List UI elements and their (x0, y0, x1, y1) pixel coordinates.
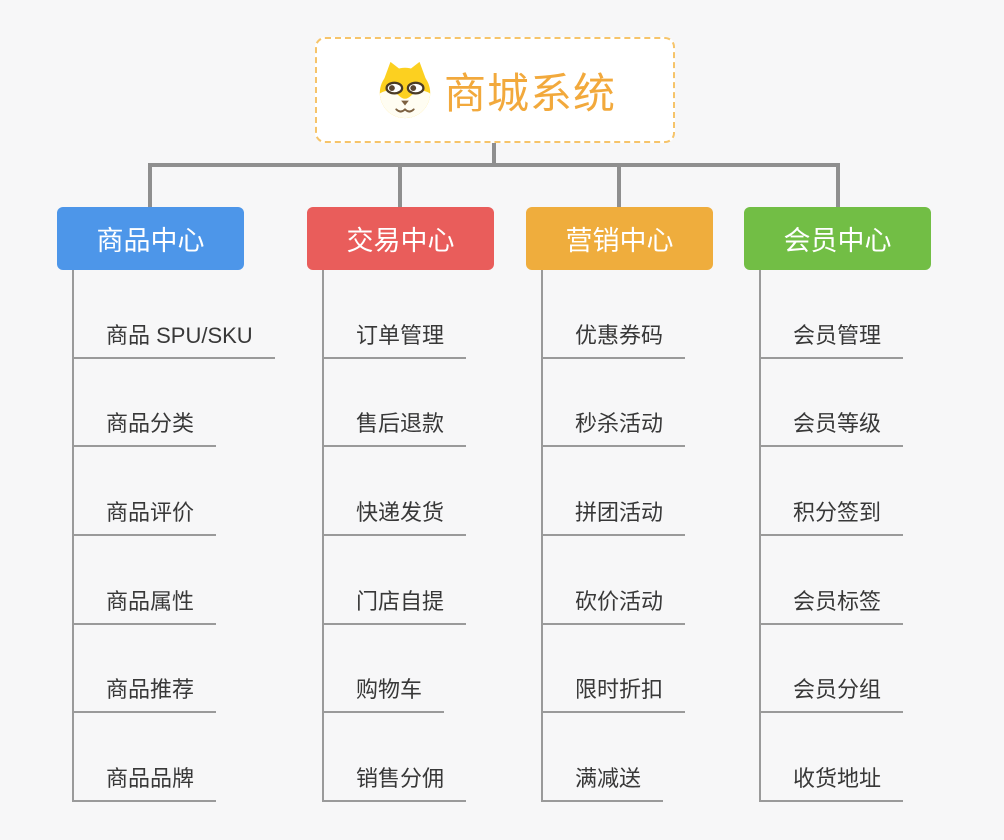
branch-label: 会员中心 (783, 226, 892, 256)
connector-branch-stub-3 (617, 163, 621, 207)
leaf-item[interactable]: 商品品牌 (72, 761, 217, 803)
leaf-item[interactable]: 购物车 (322, 672, 445, 714)
leaf-item[interactable]: 会员管理 (759, 318, 904, 359)
leaf-column-member: 会员管理 会员等级 积分签到 会员标签 会员分组 收货地址 (759, 270, 904, 803)
leaf-item[interactable]: 商品评价 (72, 495, 217, 537)
leaf-item[interactable]: 快递发货 (322, 495, 467, 537)
leaf-item[interactable]: 限时折扣 (541, 672, 686, 714)
connector-branch-stub-1 (148, 163, 152, 207)
leaf-item[interactable]: 售后退款 (322, 406, 467, 448)
connector-branch-stub-4 (836, 163, 840, 207)
leaf-item[interactable]: 订单管理 (322, 318, 467, 359)
leaf-item[interactable]: 商品分类 (72, 406, 217, 448)
leaf-item[interactable]: 会员标签 (759, 584, 904, 625)
leaf-item[interactable]: 商品推荐 (72, 672, 217, 714)
leaf-item[interactable]: 收货地址 (759, 761, 904, 803)
branch-trade-center[interactable]: 交易中心 (307, 207, 494, 270)
root-title: 商城系统 (443, 69, 616, 117)
leaf-item[interactable]: 门店自提 (322, 584, 467, 625)
leaf-column-marketing: 优惠券码 秒杀活动 拼团活动 砍价活动 限时折扣 满减送 (541, 270, 686, 803)
connector-rail (148, 163, 840, 167)
root-node[interactable]: 商城系统 (315, 37, 675, 143)
connector-branch-stub-2 (398, 163, 402, 207)
leaf-item[interactable]: 拼团活动 (541, 495, 686, 537)
branch-product-center[interactable]: 商品中心 (57, 207, 244, 270)
branch-label: 交易中心 (346, 226, 455, 256)
leaf-item[interactable]: 会员等级 (759, 406, 904, 448)
leaf-item[interactable]: 满减送 (541, 761, 664, 803)
leaf-item[interactable]: 会员分组 (759, 672, 904, 714)
branch-label: 营销中心 (565, 226, 674, 256)
leaf-item[interactable]: 秒杀活动 (541, 406, 686, 448)
branch-member-center[interactable]: 会员中心 (744, 207, 931, 270)
branch-marketing-center[interactable]: 营销中心 (526, 207, 713, 270)
leaf-item[interactable]: 积分签到 (759, 495, 904, 537)
branch-label: 商品中心 (96, 226, 205, 256)
leaf-item[interactable]: 商品 SPU/SKU (72, 318, 275, 359)
leaf-column-trade: 订单管理 售后退款 快递发货 门店自提 购物车 销售分佣 (322, 270, 467, 803)
leaf-item[interactable]: 优惠券码 (541, 318, 686, 359)
leaf-item[interactable]: 砍价活动 (541, 584, 686, 625)
leaf-item[interactable]: 销售分佣 (322, 761, 467, 803)
dog-face-icon (379, 61, 431, 119)
connector-root-stub (492, 141, 496, 167)
leaf-column-product: 商品 SPU/SKU 商品分类 商品评价 商品属性 商品推荐 商品品牌 (72, 270, 275, 803)
leaf-item[interactable]: 商品属性 (72, 584, 217, 625)
